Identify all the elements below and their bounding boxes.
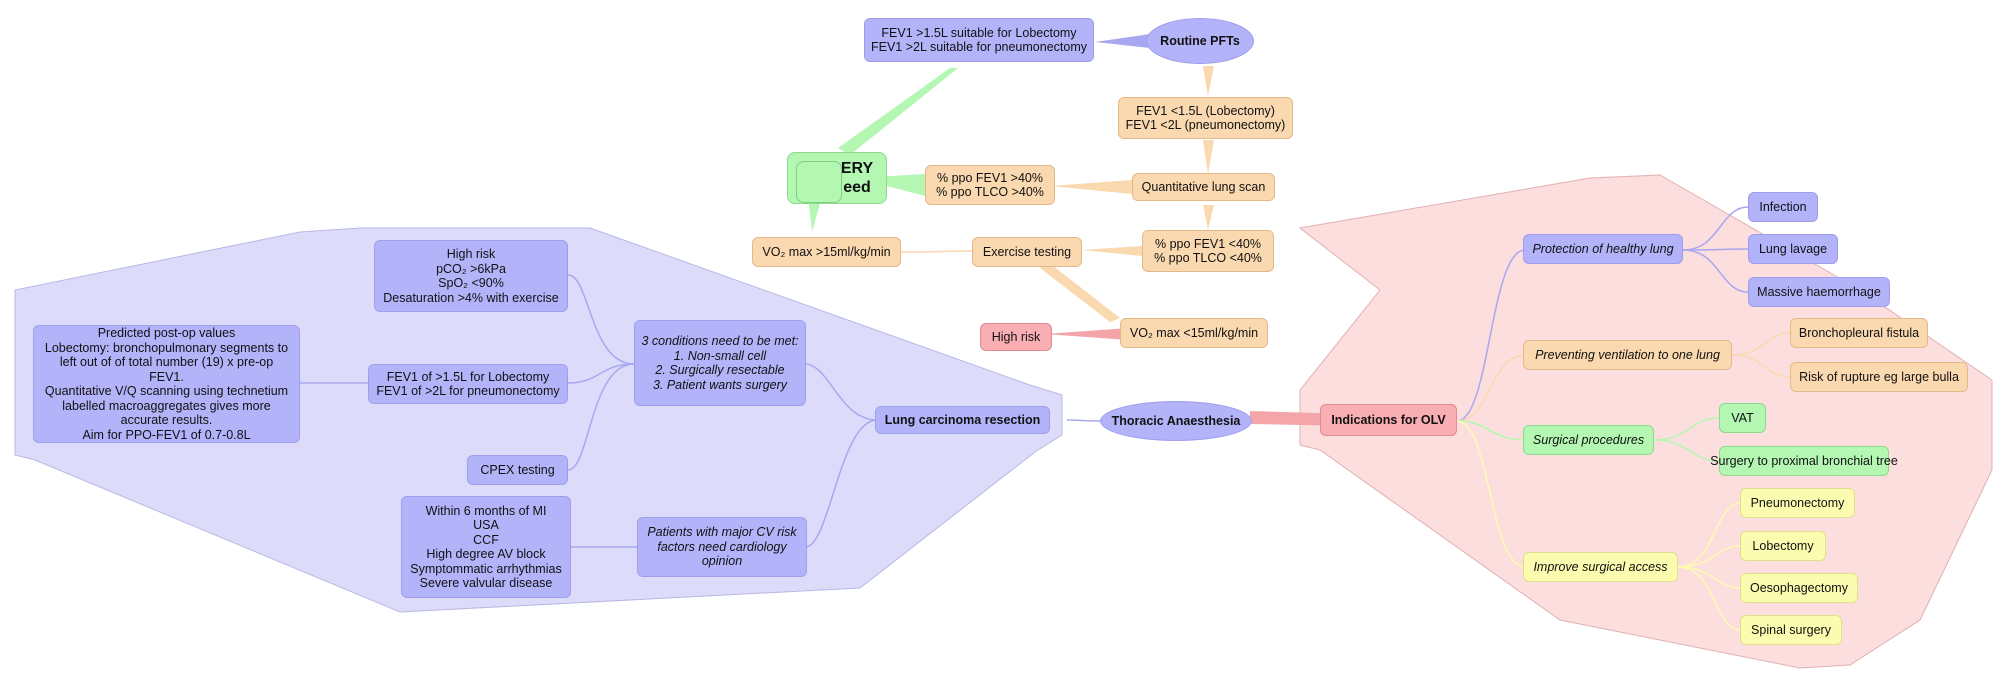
rupture-bulla-node[interactable]: Risk of rupture eg large bulla xyxy=(1790,362,1968,392)
improve-access-node[interactable]: Improve surgical access xyxy=(1523,552,1678,582)
infection-node[interactable]: Infection xyxy=(1748,192,1818,222)
connector-pft-low xyxy=(1203,66,1214,96)
link-olv-preventing xyxy=(1456,354,1526,422)
link-olv-surgical xyxy=(1456,420,1526,441)
surgery-inner-box xyxy=(796,161,842,203)
link-protection-infection xyxy=(1682,206,1749,251)
link-preventing-bulla xyxy=(1731,354,1791,378)
link-vo2-exercise xyxy=(900,250,973,253)
link-3cond-cpex xyxy=(567,363,635,471)
link-access-lobe xyxy=(1677,545,1741,568)
link-access-spinal xyxy=(1677,566,1741,631)
oesophagectomy-node[interactable]: Oesophagectomy xyxy=(1740,573,1858,603)
cv-list-node[interactable]: Within 6 months of MI USA CCF High degre… xyxy=(401,496,571,598)
connector-suitable xyxy=(838,68,958,155)
link-central-resection xyxy=(1066,419,1103,422)
connector-exercise-vo2 xyxy=(1040,262,1120,322)
surgery-node[interactable]: ERY eed xyxy=(787,152,887,204)
quant-scan-node[interactable]: Quantitative lung scan xyxy=(1132,173,1275,201)
link-3cond-fev1 xyxy=(567,363,635,384)
connector-routine xyxy=(1095,34,1150,48)
lung-lavage-node[interactable]: Lung lavage xyxy=(1748,234,1838,264)
link-resection-cv xyxy=(805,419,878,548)
link-surgical-vat xyxy=(1653,417,1720,441)
lung-resection-node[interactable]: Lung carcinoma resection xyxy=(875,406,1050,434)
link-surgical-bronchial xyxy=(1653,439,1720,462)
cv-risk-node[interactable]: Patients with major CV risk factors need… xyxy=(637,517,807,577)
connector-highrisk xyxy=(1045,328,1128,340)
high-risk-node[interactable]: High risk xyxy=(980,323,1052,351)
high-risk-list-node[interactable]: High risk pCO₂ >6kPa SpO₂ <90% Desaturat… xyxy=(374,240,568,312)
central-topic[interactable]: Thoracic Anaesthesia xyxy=(1100,401,1252,441)
pft-suitable-node[interactable]: FEV1 >1.5L suitable for Lobectomy FEV1 >… xyxy=(864,18,1094,62)
vat-node[interactable]: VAT xyxy=(1719,403,1766,433)
vo2-high-node[interactable]: VO₂ max >15ml/kg/min xyxy=(752,237,901,267)
predicted-postop-node[interactable]: Predicted post-op values Lobectomy: bron… xyxy=(33,325,300,443)
proximal-bronchial-node[interactable]: Surgery to proximal bronchial tree xyxy=(1710,446,1898,476)
pft-low-node[interactable]: FEV1 <1.5L (Lobectomy) FEV1 <2L (pneumon… xyxy=(1118,97,1293,139)
link-protection-lavage xyxy=(1682,248,1749,251)
connector-ppo-low xyxy=(1203,205,1214,230)
preventing-node[interactable]: Preventing ventilation to one lung xyxy=(1523,340,1732,370)
link-olv-protection xyxy=(1456,249,1526,422)
surgical-procedures-node[interactable]: Surgical procedures xyxy=(1523,425,1654,455)
link-3cond-highrisk xyxy=(567,274,635,365)
spinal-surgery-node[interactable]: Spinal surgery xyxy=(1740,615,1842,645)
connector-vo2-high xyxy=(808,196,822,232)
protection-node[interactable]: Protection of healthy lung xyxy=(1523,234,1683,264)
link-access-pneumo xyxy=(1677,502,1741,568)
routine-pfts-node[interactable]: Routine PFTs xyxy=(1146,18,1254,64)
three-conditions-node[interactable]: 3 conditions need to be met: 1. Non-smal… xyxy=(634,320,806,406)
connector-exercise-ppo xyxy=(1082,246,1142,256)
vo2-low-node[interactable]: VO₂ max <15ml/kg/min xyxy=(1120,318,1268,348)
link-preventing-fistula xyxy=(1731,332,1791,356)
connector-quant-ppo xyxy=(1050,180,1132,194)
indications-olv-node[interactable]: Indications for OLV xyxy=(1320,404,1457,436)
massive-haemorrhage-node[interactable]: Massive haemorrhage xyxy=(1748,277,1890,307)
link-protection-haem xyxy=(1682,249,1749,293)
ppo-low-node[interactable]: % ppo FEV1 <40% % ppo TLCO <40% xyxy=(1142,230,1274,272)
connector-quant xyxy=(1203,140,1214,174)
bronchopleural-node[interactable]: Bronchopleural fistula xyxy=(1790,318,1928,348)
cpex-testing-node[interactable]: CPEX testing xyxy=(467,455,568,485)
link-access-oeso xyxy=(1677,566,1741,589)
exercise-testing-node[interactable]: Exercise testing xyxy=(972,237,1082,267)
ppo-high-node[interactable]: % ppo FEV1 >40% % ppo TLCO >40% xyxy=(925,165,1055,205)
lobectomy-node[interactable]: Lobectomy xyxy=(1740,531,1826,561)
link-olv-access xyxy=(1456,420,1526,568)
fev1-resection-node[interactable]: FEV1 of >1.5L for Lobectomy FEV1 of >2L … xyxy=(368,364,568,404)
pneumonectomy-node[interactable]: Pneumonectomy xyxy=(1740,488,1855,518)
link-resection-3cond xyxy=(805,363,878,421)
